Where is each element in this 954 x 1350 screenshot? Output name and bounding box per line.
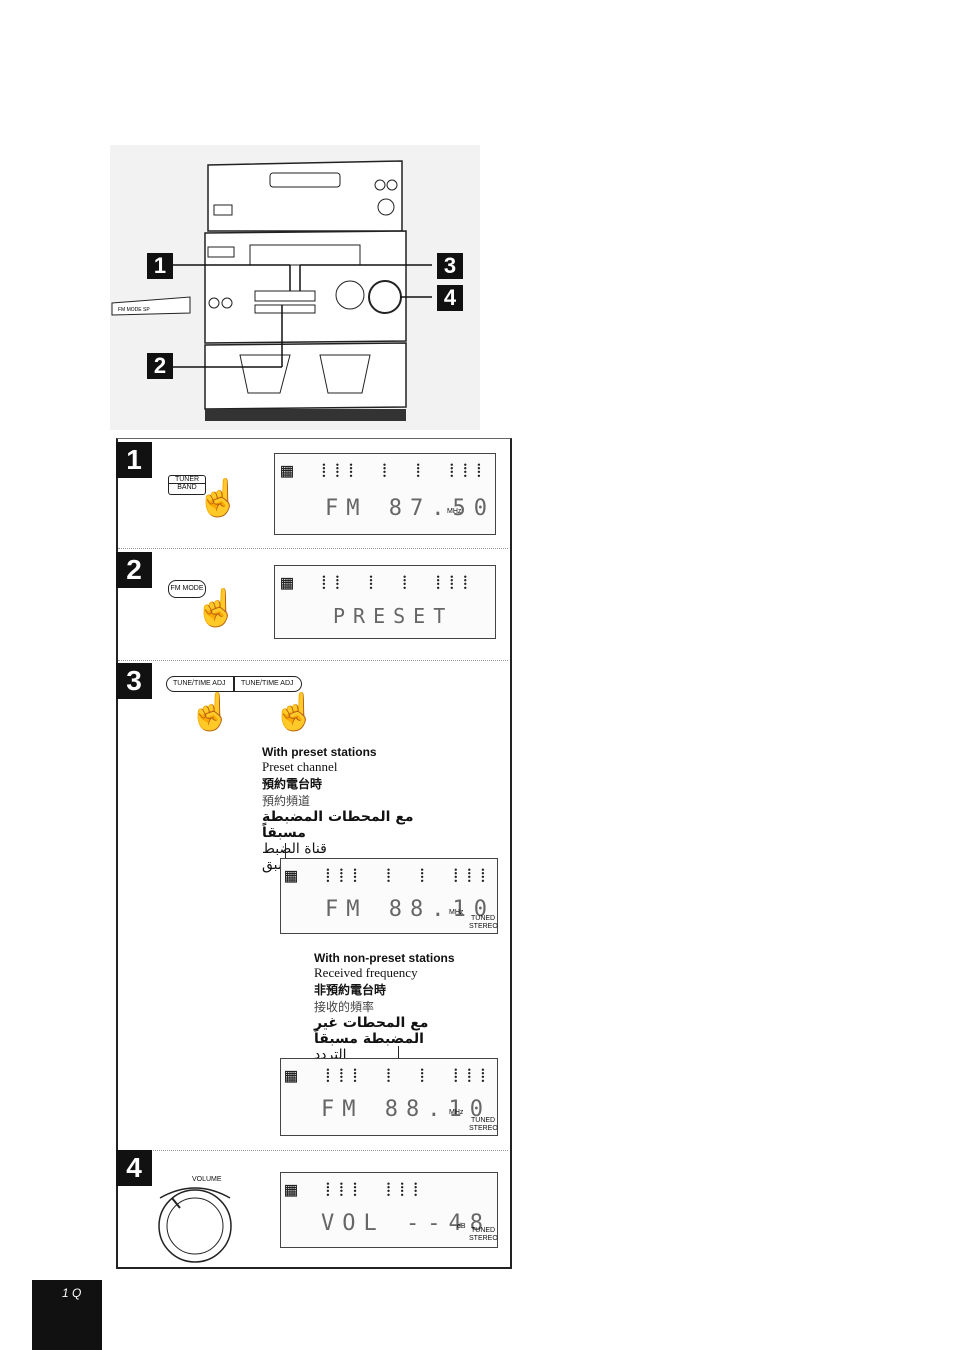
callout-2: 2 xyxy=(147,353,173,379)
lcd-main-text: VOL --48 xyxy=(321,1211,491,1236)
lcd-display-5: ▦ ⁞⁞⁞ ⁞⁞⁞ VOL --48 dB TUNED STEREO xyxy=(280,1172,498,1248)
nonpreset-line-en: Received frequency xyxy=(314,965,418,980)
tuner-band-button: TUNER BAND xyxy=(168,475,206,495)
nonpreset-heading: With non-preset stations xyxy=(314,951,455,965)
callout-4: 4 xyxy=(437,285,463,311)
preset-line-zh2: 預約頻道 xyxy=(262,794,311,808)
volume-knob-icon xyxy=(158,1187,232,1263)
tune-up-label: TUNE/TIME ADJ xyxy=(241,680,294,687)
lcd-display-4: ▦ ⁞⁞⁞ ⁞ ⁞ ⁞⁞⁞ FM 88.10 MHz TUNED STEREO xyxy=(280,1058,498,1136)
lcd-segments-top: ▦ ⁞⁞⁞ ⁞ ⁞ ⁞⁞⁞ xyxy=(285,863,494,887)
lcd-main-text: FM 88.10 xyxy=(325,897,495,922)
lcd-segments-top: ▦ ⁞⁞⁞ ⁞ ⁞ ⁞⁞⁞ xyxy=(285,1063,494,1087)
nonpreset-line-zh2: 接收的頻率 xyxy=(314,1000,375,1014)
preset-heading: With preset stations xyxy=(262,745,377,759)
hand-icon: ☝ xyxy=(194,587,239,628)
step-2-badge: 2 xyxy=(116,552,152,588)
hand-icon: ☝ xyxy=(196,477,241,518)
lcd-display-1: ▦ ⁞⁞⁞ ⁞ ⁞ ⁞⁞⁞ FM 87.50 MHz xyxy=(274,453,496,535)
lcd-main-text: FM 87.50 xyxy=(325,496,495,521)
lcd-segments-top: ▦ ⁞⁞⁞ ⁞⁞⁞ xyxy=(285,1177,427,1201)
callout-3: 3 xyxy=(437,253,463,279)
tune-up-button: TUNE/TIME ADJ xyxy=(234,676,302,692)
lcd-stereo: STEREO xyxy=(469,1125,498,1132)
fm-mode-button: FM MODE xyxy=(168,580,206,598)
band-label: BAND xyxy=(177,484,197,491)
lcd-segments-top: ▦ ⁞⁞ ⁞ ⁞ ⁞⁞⁞ xyxy=(281,570,477,594)
steps-panel xyxy=(116,438,512,1269)
preset-line-ar1: مع المحطات المضبطة مسبقاً xyxy=(262,809,414,841)
lcd-tuned: TUNED xyxy=(471,1117,496,1124)
lcd-tuned: TUNED xyxy=(471,1227,496,1234)
page-number-tab: 1 Q xyxy=(32,1280,102,1350)
lcd-main-text: PRESET xyxy=(333,604,454,628)
nonpreset-line-ar1: مع المحطات غير المضبطة مسبقاً xyxy=(314,1015,429,1047)
step-3-badge: 3 xyxy=(116,663,152,699)
lcd-segments-top: ▦ ⁞⁞⁞ ⁞ ⁞ ⁞⁞⁞ xyxy=(281,458,490,482)
tune-down-label: TUNE/TIME ADJ xyxy=(173,680,226,687)
hand-icon: ☝ xyxy=(188,691,233,732)
callout-1: 1 xyxy=(147,253,173,279)
lcd-main-text: FM 88.10 xyxy=(321,1097,491,1122)
nonpreset-line-zh1: 非預約電台時 xyxy=(314,983,387,997)
page-number: 1 Q xyxy=(62,1286,82,1300)
step-1-badge: 1 xyxy=(116,442,152,478)
stereo-illustration: FM MODE SP xyxy=(110,145,480,430)
stereo-drawing: FM MODE SP xyxy=(110,145,480,430)
lcd-display-2: ▦ ⁞⁞ ⁞ ⁞ ⁞⁞⁞ PRESET xyxy=(274,565,496,639)
fm-mode-label: FM MODE xyxy=(170,585,204,592)
preset-line-zh1: 預約電台時 xyxy=(262,777,323,791)
lcd-stereo: STEREO xyxy=(469,1235,498,1242)
volume-label: VOLUME xyxy=(192,1176,222,1183)
lcd-unit: MHz xyxy=(449,1109,464,1116)
lcd-tuned: TUNED xyxy=(471,915,496,922)
preset-line-en: Preset channel xyxy=(262,759,338,774)
lcd-display-3: ▦ ⁞⁞⁞ ⁞ ⁞ ⁞⁞⁞ FM 88.10 MHz TUNED STEREO xyxy=(280,858,498,934)
lcd-unit: MHz xyxy=(447,508,462,515)
side-button-label: FM MODE SP xyxy=(118,307,150,313)
tune-down-button: TUNE/TIME ADJ xyxy=(166,676,234,692)
tuner-label: TUNER xyxy=(169,476,205,484)
lcd-unit: MHz xyxy=(449,909,464,916)
lcd-stereo: STEREO xyxy=(469,923,498,930)
hand-icon: ☝ xyxy=(272,691,317,732)
lcd-unit: dB xyxy=(457,1223,466,1230)
step-4-badge: 4 xyxy=(116,1150,152,1186)
